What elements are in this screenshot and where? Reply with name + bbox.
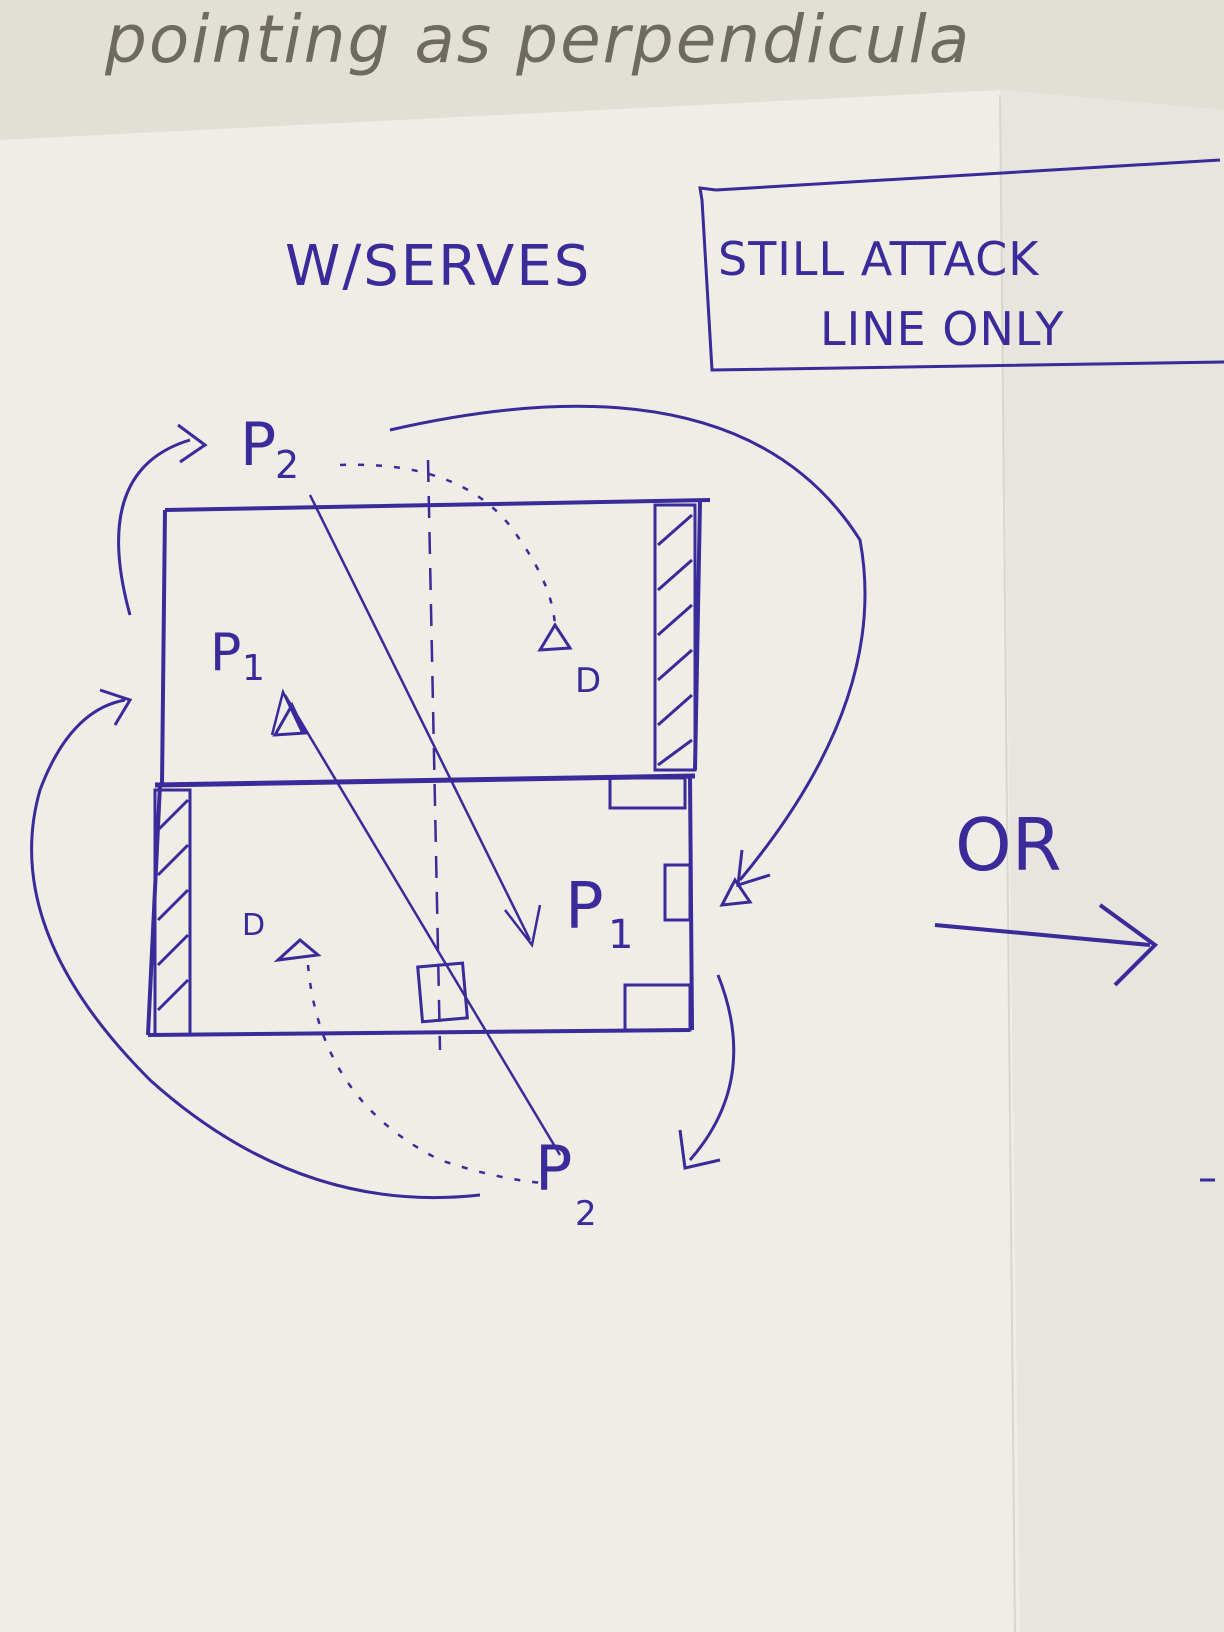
dashed-attack-line [426, 459, 442, 1051]
label-p1-right: P [565, 870, 604, 944]
triangle-markers [272, 622, 753, 963]
heading-w-serves: W/SERVES [285, 234, 591, 299]
boxed-note-line2: LINE ONLY [820, 302, 1065, 356]
label-p2-top: P [240, 410, 276, 480]
label-p2-top-sub: 2 [275, 443, 299, 487]
label-p1-left: P [210, 623, 241, 683]
serve-arrow-up [270, 688, 562, 1156]
court-net-line [154, 773, 696, 788]
hatched-zone-bottom-left [153, 788, 192, 1037]
dotted-path-bottom [306, 964, 546, 1185]
main-sheet [0, 90, 1224, 1632]
dotted-path-top [339, 463, 557, 631]
hatched-zone-top-right [653, 503, 697, 772]
label-p2-bottom-sub: 2 [575, 1194, 597, 1234]
rotation-arrow-bottom-right [678, 974, 736, 1170]
small-markers [416, 776, 692, 1032]
rotation-arrow-left [30, 688, 481, 1200]
pencil-note: pointing as perpendicula [104, 1, 971, 78]
or-arrow [934, 903, 1159, 987]
boxed-note-frame [698, 158, 1224, 372]
label-p2-bottom: P [535, 1132, 572, 1205]
rotation-arrow-top-left [117, 423, 208, 616]
boxed-note-line1: STILL ATTACK [718, 232, 1040, 286]
label-d-bottom: D [242, 908, 265, 943]
label-or: OR [955, 803, 1062, 887]
fold-shadow [1000, 90, 1224, 1632]
fold-line [999, 94, 1016, 1632]
label-p1-left-sub: 1 [242, 648, 265, 689]
label-p1-right-sub: 1 [608, 912, 633, 958]
serve-arrow-down [308, 494, 542, 948]
rotation-arrow-top-right [389, 404, 867, 888]
label-d-top: D [575, 661, 601, 701]
